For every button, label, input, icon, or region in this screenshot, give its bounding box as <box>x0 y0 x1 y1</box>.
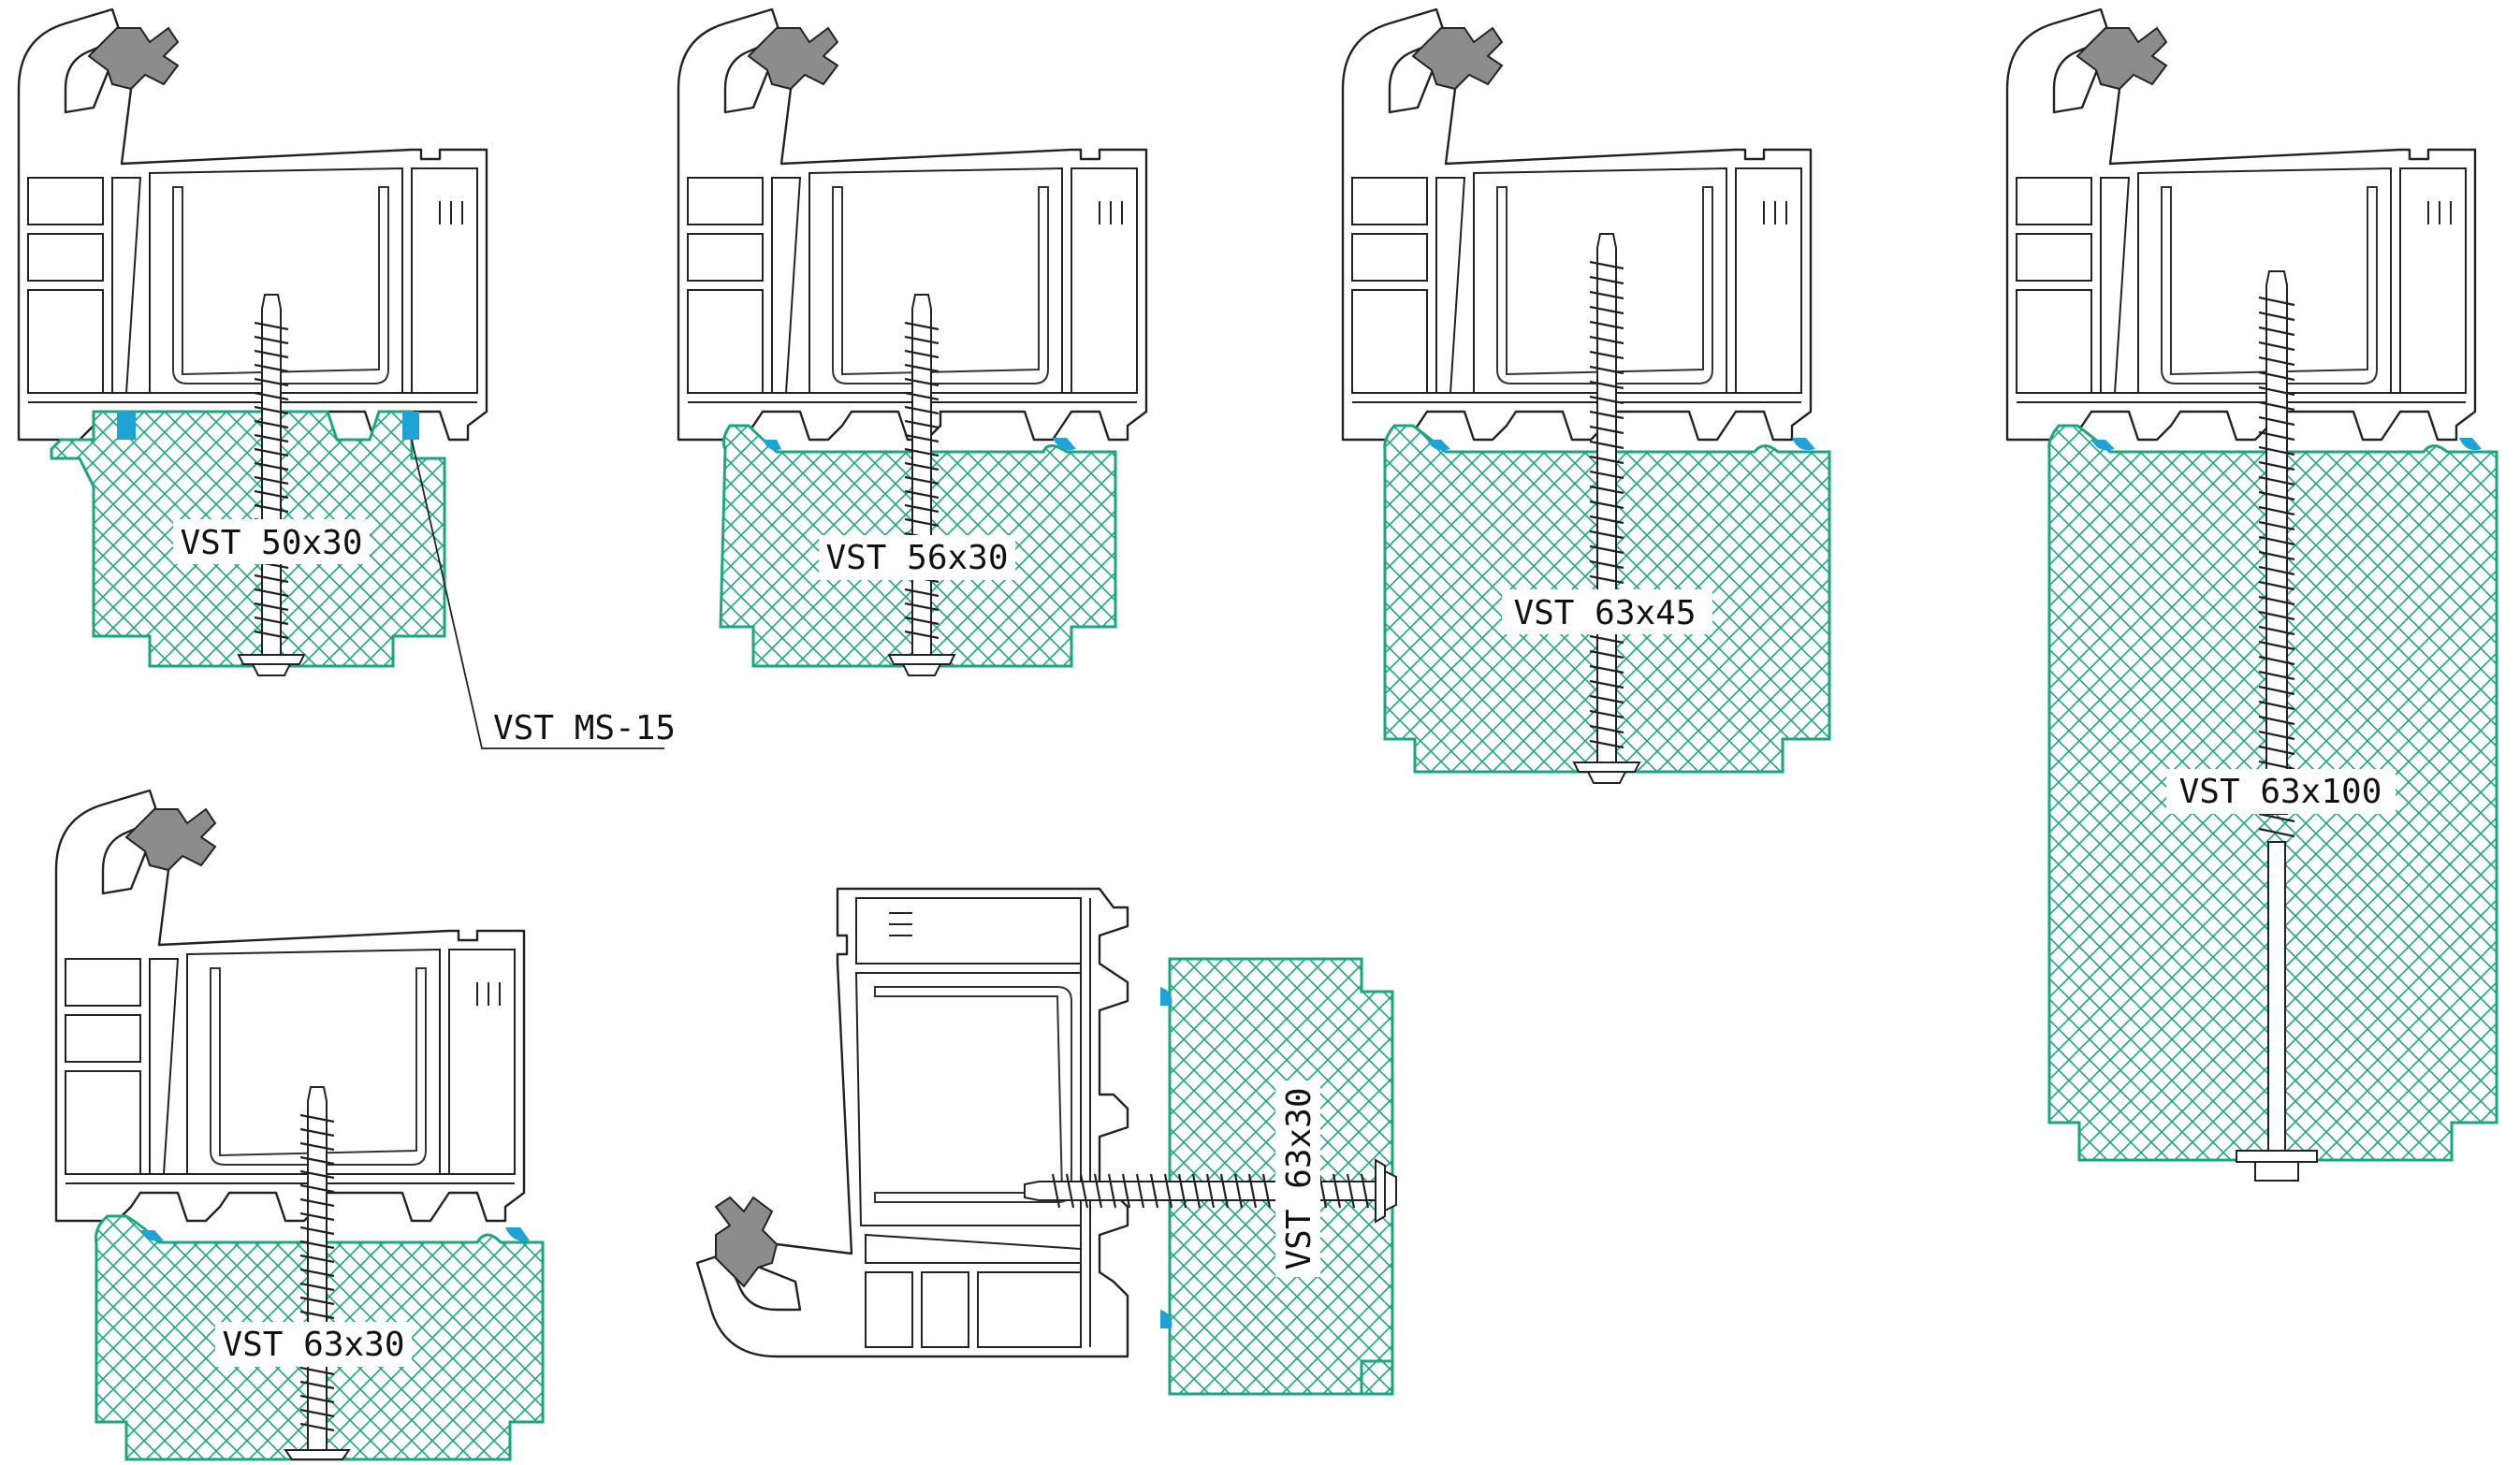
sealant <box>1053 438 1076 451</box>
sealant <box>1792 438 1815 451</box>
detail-vst-63x100: VST 63x100 <box>2005 7 2498 1182</box>
label-bg <box>2166 769 2396 814</box>
label-vst-63x45: VST 63x45 <box>1513 594 1696 632</box>
window-profile-icon <box>1341 7 1813 442</box>
window-profile-icon <box>695 887 1129 1358</box>
label-vst-63x30-vertical: VST 63x30 <box>1280 1087 1318 1269</box>
screw-icon <box>238 294 305 676</box>
sealant <box>1160 987 1173 1006</box>
window-profile-icon <box>54 789 526 1223</box>
label-vst-63x100: VST 63x100 <box>2179 773 2382 811</box>
label-vst-ms-15: VST MS-15 <box>493 709 676 747</box>
window-profile-icon <box>2005 7 2477 442</box>
sealant <box>2459 438 2482 451</box>
screw-icon <box>2236 270 2318 1182</box>
sealant <box>1160 1310 1173 1328</box>
sealant <box>402 412 419 440</box>
label-vst-56x30: VST 56x30 <box>825 539 1008 577</box>
detail-vst-63x45: VST 63x45 <box>1341 7 1831 784</box>
sealant <box>505 1227 530 1241</box>
detail-vst-63x30-horizontal: VST 63x30 <box>695 887 1397 1396</box>
label-vst-50x30: VST 50x30 <box>180 524 362 562</box>
sealant <box>763 440 781 451</box>
label-bg <box>1502 589 1712 634</box>
sealant <box>140 1230 164 1241</box>
detail-vst-50x30: VST 50x30 VST MS-15 <box>17 7 676 749</box>
sealant <box>1427 440 1450 451</box>
detail-vst-63x30: VST 63x30 <box>54 789 545 1461</box>
label-vst-63x30: VST 63x30 <box>222 1326 404 1364</box>
label-bg <box>1275 1081 1320 1277</box>
window-profile-icon <box>17 7 488 442</box>
label-bg <box>173 519 370 564</box>
leader-line <box>411 439 664 749</box>
detail-vst-56x30: VST 56x30 <box>677 7 1148 676</box>
label-bg <box>819 535 1015 580</box>
label-bg <box>215 1322 412 1367</box>
sealant <box>2091 440 2115 451</box>
sealant <box>117 412 136 440</box>
